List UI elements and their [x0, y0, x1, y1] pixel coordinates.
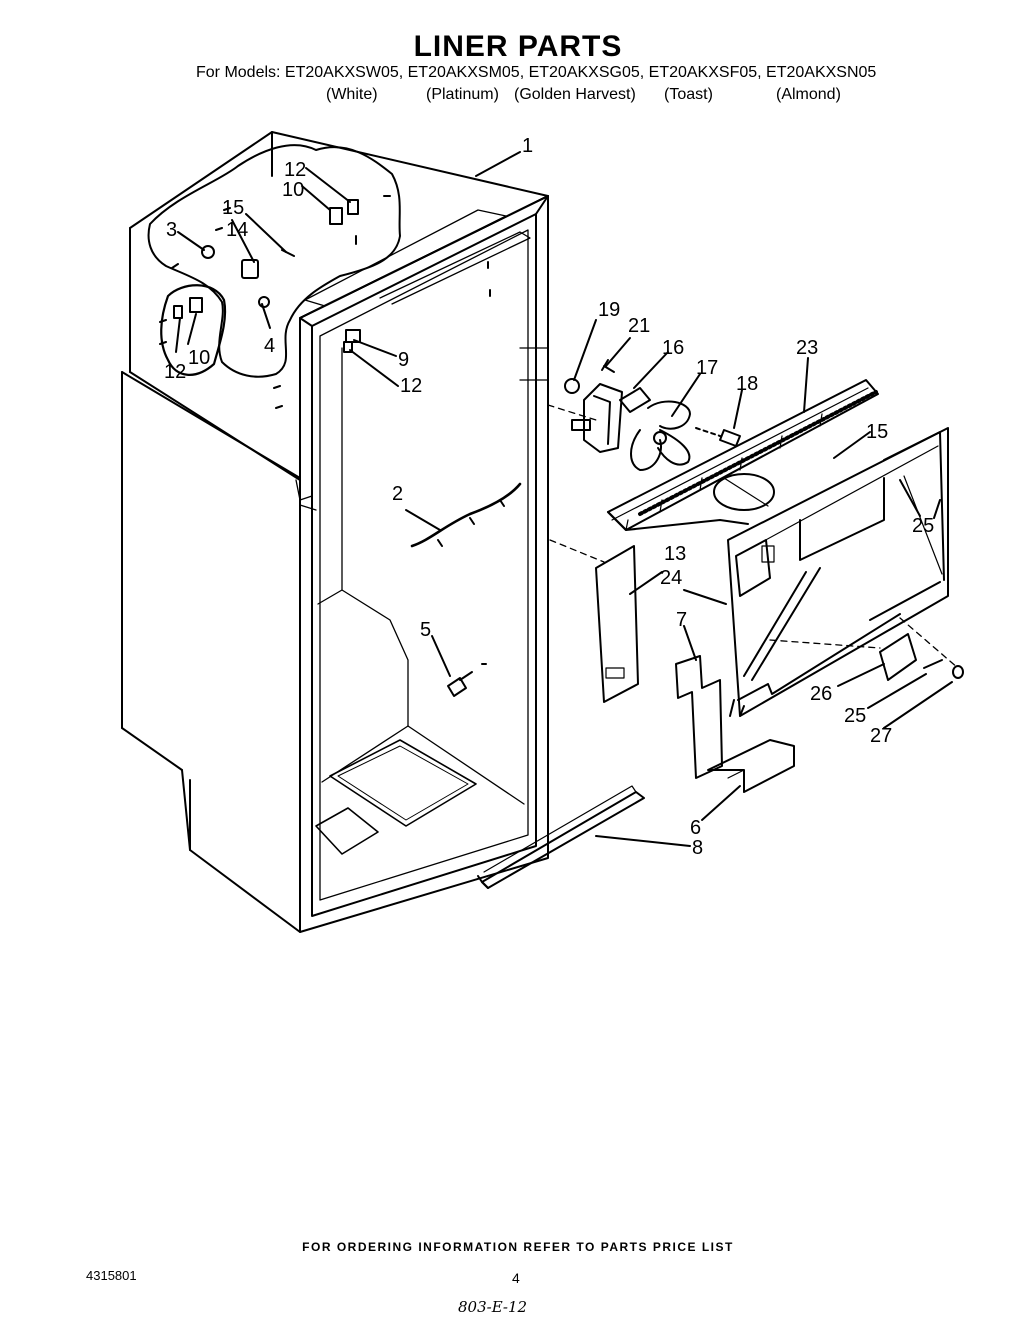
ordering-note: FOR ORDERING INFORMATION REFER TO PARTS …	[302, 1240, 734, 1254]
part-26-plate	[879, 633, 917, 681]
callout-19: 19	[598, 299, 620, 321]
callout-4: 4	[264, 335, 275, 357]
callout-7: 7	[676, 609, 687, 631]
insulation-cutaway-outline-2	[160, 284, 227, 376]
callout-16: 16	[662, 337, 684, 359]
callout-26: 26	[810, 683, 832, 705]
insulation-cutaway-outline	[147, 144, 401, 378]
color-golden-harvest: (Golden Harvest)	[514, 86, 636, 103]
callout-2: 2	[392, 483, 403, 505]
callout-6: 6	[690, 817, 701, 839]
callout-10-left: 10	[188, 347, 210, 369]
callout-18: 18	[736, 373, 758, 395]
callout-5: 5	[420, 619, 431, 641]
page-title: LINER PARTS	[413, 30, 623, 63]
color-platinum: (Platinum)	[426, 86, 499, 103]
handwritten-code: 803-E-12	[458, 1298, 528, 1316]
part-13-panel	[595, 545, 639, 703]
callout-13: 13	[664, 543, 686, 565]
callout-9: 9	[398, 349, 409, 371]
callout-12-top: 12	[284, 159, 306, 181]
callout-25-upper: 25	[912, 515, 934, 537]
color-white: (White)	[326, 86, 378, 103]
callout-24: 24	[660, 567, 682, 589]
cabinet-liner-drawing	[121, 131, 549, 933]
callout-3: 3	[166, 219, 177, 241]
air-duct-drawing	[607, 379, 879, 531]
callout-25-lower: 25	[844, 705, 866, 727]
callout-8: 8	[692, 837, 703, 859]
page-number: 4	[512, 1270, 520, 1286]
part-7-panel	[675, 655, 723, 779]
document-number: 4315801	[86, 1268, 137, 1283]
models-line: For Models: ET20AKXSW05, ET20AKXSM05, ET…	[196, 64, 877, 81]
callout-23: 23	[796, 337, 818, 359]
color-almond: (Almond)	[776, 86, 841, 103]
evaporator-cover-drawing	[727, 427, 949, 717]
callout-17: 17	[696, 357, 718, 379]
callout-27: 27	[870, 725, 892, 747]
callout-10-top: 10	[282, 179, 304, 201]
callout-21: 21	[628, 315, 650, 337]
callout-14: 14	[226, 219, 248, 241]
callout-12-right: 12	[400, 375, 422, 397]
callout-15-top: 15	[222, 197, 244, 219]
callout-15-right: 15	[866, 421, 888, 443]
part-8-trim-strip	[481, 791, 645, 889]
callout-12-left: 12	[164, 361, 186, 383]
callout-1: 1	[522, 135, 533, 157]
color-toast: (Toast)	[664, 86, 713, 103]
